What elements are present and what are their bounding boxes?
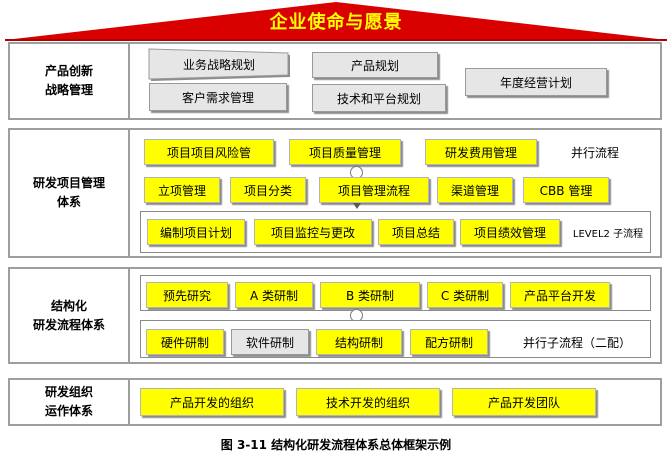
project-box: 项目总结 [378, 219, 454, 245]
process-box: B 类研制 [320, 282, 420, 308]
strategy-box-shape [148, 48, 290, 81]
project-box: 项目分类 [230, 177, 306, 203]
roof-banner [5, 2, 667, 41]
section-label-project: 研发项目管理 体系 [32, 176, 105, 209]
strategy-box: 业务战略规划 [182, 58, 255, 72]
strategy-box: 产品规划 [312, 52, 438, 78]
strategy-box: 技术和平台规划 [312, 84, 446, 112]
project-box: 项目管理流程 [319, 177, 429, 203]
parallel-subprocess-note: 并行子流程（二配） [522, 335, 631, 350]
level2-note: LEVEL2 子流程 [572, 228, 644, 240]
page-title: 企业使命与愿景 [269, 12, 403, 33]
project-box: 项目绩效管理 [460, 219, 560, 245]
divider [128, 269, 130, 362]
process-box: C 类研制 [427, 282, 503, 308]
org-box: 产品开发团队 [452, 388, 596, 416]
process-box: 产品平台开发 [510, 282, 610, 308]
section-label-strategy: 产品创新 战略管理 [44, 64, 93, 97]
process-box: 结构研制 [316, 329, 402, 355]
connector-arrow [353, 203, 361, 209]
process-box: 预先研究 [146, 282, 228, 308]
org-box: 产品开发的组织 [140, 388, 284, 416]
project-box: 项目质量管理 [289, 139, 401, 165]
section-label-process: 结构化 研发流程体系 [32, 298, 105, 332]
project-box: 项目监控与更改 [254, 219, 372, 245]
process-box: A 类研制 [235, 282, 313, 308]
project-box: 研发费用管理 [425, 139, 537, 165]
project-box: 渠道管理 [437, 177, 513, 203]
process-box: 配方研制 [410, 329, 488, 355]
figure-caption: 图 3-11 结构化研发流程体系总体框架示例 [220, 438, 452, 452]
divider [128, 130, 130, 256]
strategy-box: 客户需求管理 [149, 83, 287, 111]
divider [128, 380, 130, 424]
parallel-process-note: 并行流程 [570, 145, 619, 160]
project-box: 编制项目计划 [147, 219, 245, 245]
section-label-org: 研发组织 运作体系 [44, 385, 93, 418]
project-box: CBB 管理 [523, 177, 609, 203]
strategy-box: 年度经营计划 [465, 68, 607, 96]
org-box: 技术开发的组织 [296, 388, 440, 416]
process-box: 软件研制 [231, 329, 309, 355]
project-box: 立项管理 [144, 177, 220, 203]
process-box: 硬件研制 [146, 329, 224, 355]
divider [128, 44, 130, 118]
project-box: 项目项目风险管 [144, 139, 274, 165]
